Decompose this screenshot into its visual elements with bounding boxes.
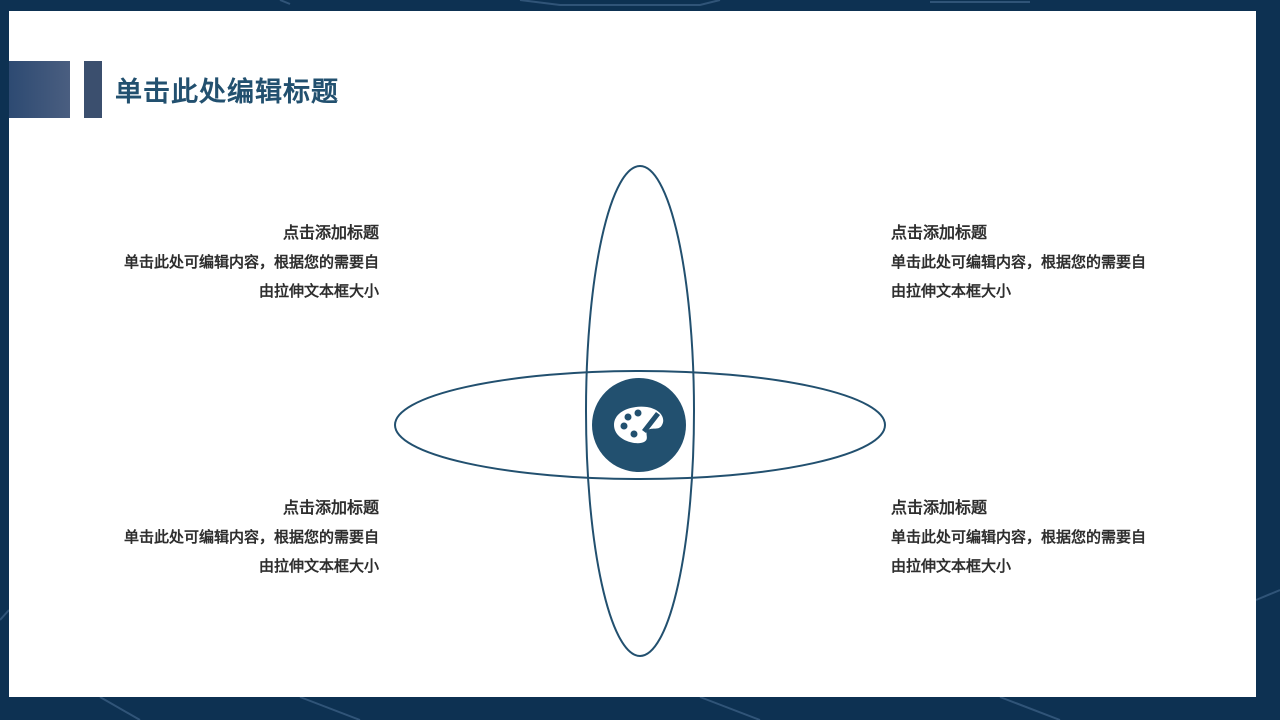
title-accent-bar [84, 61, 102, 118]
block-body[interactable]: 单击此处可编辑内容，根据您的需要自由拉伸文本框大小 [123, 528, 379, 575]
block-heading[interactable]: 点击添加标题 [891, 498, 988, 517]
block-heading[interactable]: 点击添加标题 [891, 223, 988, 242]
center-badge [592, 378, 686, 472]
title-accent-block [9, 61, 70, 118]
block-heading[interactable]: 点击添加标题 [282, 498, 379, 517]
vertical-ellipse [585, 165, 695, 657]
block-heading[interactable]: 点击添加标题 [282, 223, 379, 242]
block-body[interactable]: 单击此处可编辑内容，根据您的需要自由拉伸文本框大小 [891, 528, 1147, 575]
block-body[interactable]: 单击此处可编辑内容，根据您的需要自由拉伸文本框大小 [891, 253, 1147, 300]
text-block-bottom-left: 点击添加标题 单击此处可编辑内容，根据您的需要自由拉伸文本框大小 [119, 497, 379, 581]
palette-icon [592, 378, 686, 472]
text-block-top-right: 点击添加标题 单击此处可编辑内容，根据您的需要自由拉伸文本框大小 [891, 222, 1151, 306]
horizontal-ellipse [394, 370, 886, 480]
text-block-top-left: 点击添加标题 单击此处可编辑内容，根据您的需要自由拉伸文本框大小 [119, 222, 379, 306]
slide: 单击此处编辑标题 [9, 11, 1256, 697]
page-title[interactable]: 单击此处编辑标题 [115, 77, 339, 108]
text-block-bottom-right: 点击添加标题 单击此处可编辑内容，根据您的需要自由拉伸文本框大小 [891, 497, 1151, 581]
block-body[interactable]: 单击此处可编辑内容，根据您的需要自由拉伸文本框大小 [123, 253, 379, 300]
